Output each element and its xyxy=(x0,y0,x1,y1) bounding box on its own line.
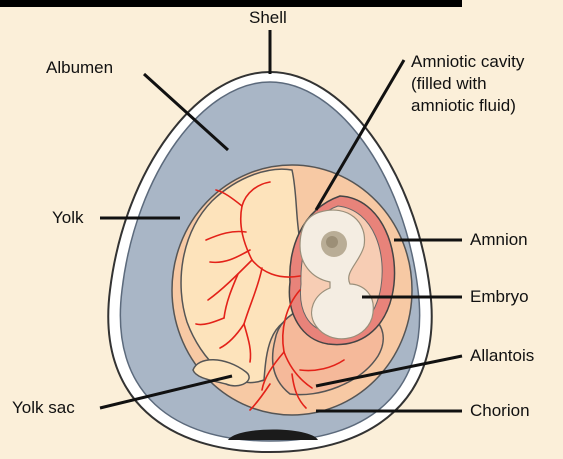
label-albumen: Albumen xyxy=(46,58,113,78)
label-amniotic-cavity-line3: amniotic fluid) xyxy=(411,96,516,116)
label-yolk-sac: Yolk sac xyxy=(12,398,75,418)
label-yolk: Yolk xyxy=(52,208,84,228)
label-amniotic-cavity-line2: (filled with xyxy=(411,74,487,94)
label-amnion: Amnion xyxy=(470,230,528,250)
label-embryo: Embryo xyxy=(470,287,529,307)
label-shell: Shell xyxy=(249,8,287,28)
label-allantois: Allantois xyxy=(470,346,534,366)
label-amniotic-cavity-line1: Amniotic cavity xyxy=(411,52,524,72)
embryo-eye-inner xyxy=(326,236,338,248)
label-chorion: Chorion xyxy=(470,401,530,421)
